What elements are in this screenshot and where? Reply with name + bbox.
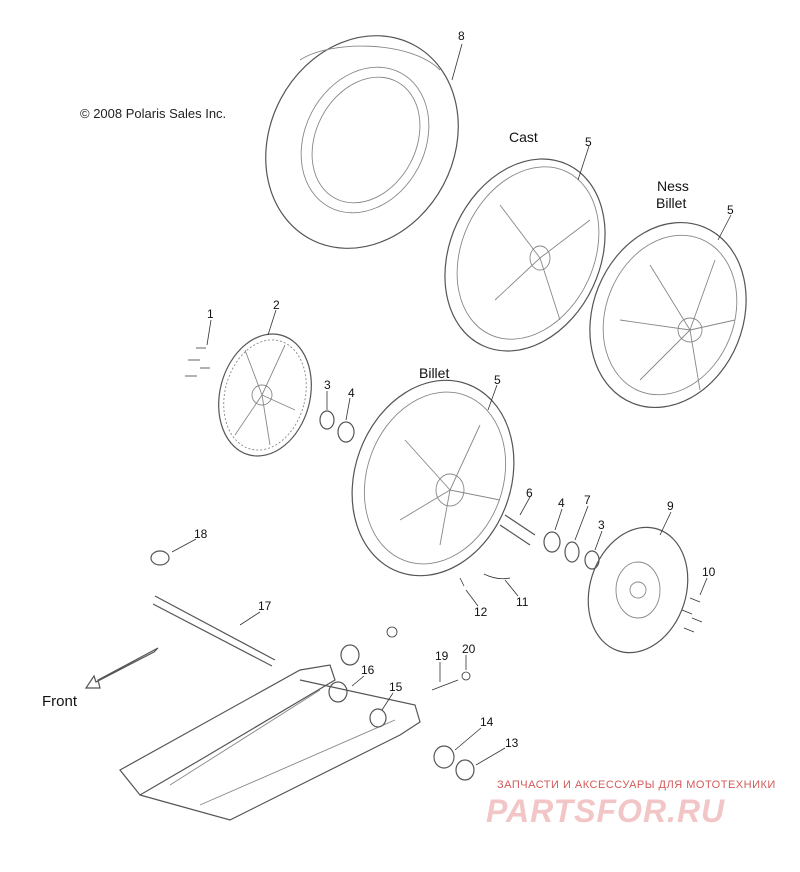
callout-4b: 4 <box>558 496 565 510</box>
callout-5-billet: 5 <box>494 373 501 387</box>
callout-3b: 3 <box>598 518 605 532</box>
callout-4: 4 <box>348 386 355 400</box>
callout-7: 7 <box>584 493 591 507</box>
axle-drawing <box>152 595 276 667</box>
callout-15: 15 <box>389 680 403 694</box>
callout-11: 11 <box>516 595 529 609</box>
variant-label-billet: Billet <box>419 365 450 381</box>
swingarm-drawing <box>119 664 421 821</box>
callout-18: 18 <box>194 527 208 541</box>
callout-1: 1 <box>207 307 214 321</box>
callout-12: 12 <box>474 605 488 619</box>
callout-5-cast: 5 <box>585 135 592 149</box>
watermark-tagline: ЗАПЧАСТИ И АКСЕССУАРЫ ДЛЯ МОТОТЕХНИКИ <box>497 779 776 791</box>
callout-5-ness: 5 <box>727 203 734 217</box>
callout-20: 20 <box>462 642 476 656</box>
valve-weight-drawing <box>459 573 511 587</box>
callout-3: 3 <box>324 378 331 392</box>
tire-drawing <box>265 35 459 249</box>
sprocket-drawing <box>218 333 312 457</box>
cast-wheel-drawing <box>444 158 606 352</box>
copyright-text: © 2008 Polaris Sales Inc. <box>80 106 227 121</box>
hardware-drawing <box>328 626 475 781</box>
callout-9: 9 <box>667 499 674 513</box>
callout-17: 17 <box>258 599 272 613</box>
callout-8: 8 <box>458 29 465 43</box>
callout-19: 19 <box>435 649 449 663</box>
variant-label-cast: Cast <box>509 129 538 145</box>
spacer-stack-drawing <box>499 514 600 570</box>
leader-lines <box>171 43 732 766</box>
callout-16: 16 <box>361 663 375 677</box>
callout-14: 14 <box>480 715 494 729</box>
disc-bolts-drawing <box>681 597 703 633</box>
seal-bearing-drawing <box>319 410 355 443</box>
front-direction-label: Front <box>42 693 78 710</box>
brake-disc-drawing <box>587 526 689 654</box>
variant-label-ness-billet: Billet <box>656 195 687 211</box>
callout-2: 2 <box>273 298 280 312</box>
front-arrow-drawing <box>84 647 159 689</box>
watermark-brand: PARTSFOR.RU <box>486 793 726 829</box>
callout-13: 13 <box>505 736 519 750</box>
bolts-drawing <box>185 347 210 377</box>
axle-nut-drawing <box>150 550 170 566</box>
variant-label-ness: Ness <box>657 178 689 194</box>
billet-wheel-drawing <box>351 379 515 577</box>
callout-10: 10 <box>702 565 716 579</box>
callout-6: 6 <box>526 486 533 500</box>
ness-billet-wheel-drawing <box>589 221 747 409</box>
